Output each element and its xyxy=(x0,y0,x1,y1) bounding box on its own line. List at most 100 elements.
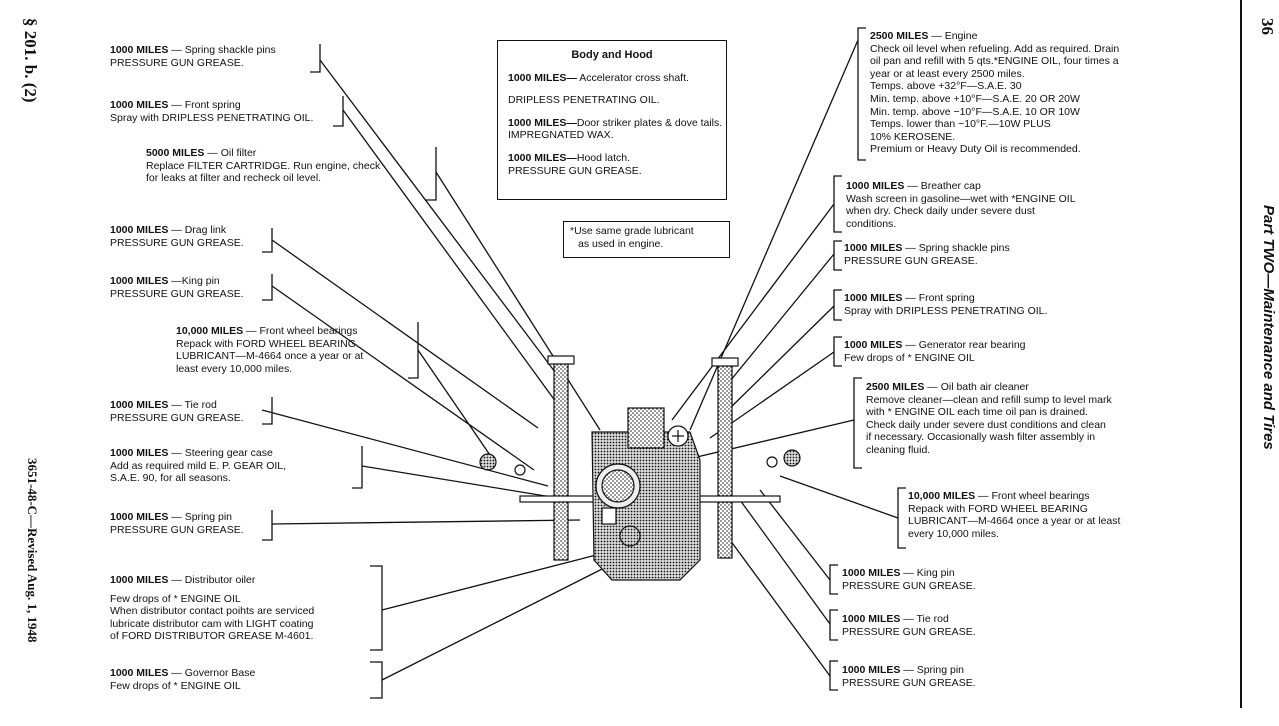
note-line: 10% KEROSENE. xyxy=(870,130,956,143)
note-interval: 10,000 MILES xyxy=(908,490,976,502)
note-line: of FORD DISTRIBUTOR GREASE M-4601. xyxy=(110,630,314,643)
note-line: when dry. Check daily under severe dust xyxy=(846,205,1035,218)
note-line: least every 10,000 miles. xyxy=(176,362,293,375)
note-interval: 1000 MILES xyxy=(842,613,901,625)
entry-interval: 1000 MILES— xyxy=(508,71,577,84)
note-line: Min. temp. above −10°F—S.A.E. 10 OR 10W xyxy=(870,105,1080,118)
bracket-l3 xyxy=(426,147,437,201)
note-line: PRESSURE GUN GREASE. xyxy=(842,676,976,689)
note-line: if necessary. Occasionally wash filter a… xyxy=(866,431,1096,444)
note-line: lubricate distributor cam with LIGHT coa… xyxy=(110,617,314,630)
note-left-drag-link: 1000 MILES — Drag link PRESSURE GUN GREA… xyxy=(110,224,244,249)
note-line: conditions. xyxy=(846,217,897,230)
note-line: Premium or Heavy Duty Oil is recommended… xyxy=(870,143,1081,156)
note-interval: 10,000 MILES xyxy=(176,325,244,337)
note-right-spring-shackle-pins: 1000 MILES — Spring shackle pins PRESSUR… xyxy=(844,242,1010,267)
note-item: — Tie rod xyxy=(168,399,217,411)
note-line: Repack with FORD WHEEL BEARING xyxy=(176,337,356,350)
note-item: — Engine xyxy=(928,30,978,42)
note-item: — Steering gear case xyxy=(168,447,273,459)
note-interval: 1000 MILES xyxy=(110,447,169,459)
note-interval: 1000 MILES xyxy=(110,574,169,586)
note-line: PRESSURE GUN GREASE. xyxy=(110,523,244,536)
note-line: Spray with DRIPLESS PENETRATING OIL. xyxy=(110,111,314,124)
note-item: —King pin xyxy=(168,275,220,287)
note-item: — Tie rod xyxy=(900,613,949,625)
note-item: — Front wheel bearings xyxy=(243,325,358,337)
note-interval: 1000 MILES xyxy=(110,275,169,287)
body-hood-title: Body and Hood xyxy=(571,49,653,61)
note-line: Spray with DRIPLESS PENETRATING OIL. xyxy=(844,304,1048,317)
note-item: — Front spring xyxy=(902,292,975,304)
note-line: PRESSURE GUN GREASE. xyxy=(110,236,244,249)
note-left-tie-rod: 1000 MILES — Tie rod PRESSURE GUN GREASE… xyxy=(110,399,244,424)
note-line: PRESSURE GUN GREASE. xyxy=(110,56,244,69)
note-left-steering-gear-case: 1000 MILES — Steering gear case Add as r… xyxy=(110,447,286,485)
note-right-oil-bath-air-cleaner: 2500 MILES — Oil bath air cleaner Remove… xyxy=(866,381,1112,457)
entry-interval: 1000 MILES— xyxy=(508,116,577,129)
body-hood-entry: 1000 MILES—Door striker plates & dove ta… xyxy=(508,117,726,142)
note-line: oil pan and refill with 5 qts.*ENGINE OI… xyxy=(870,55,1119,68)
note-interval: 1000 MILES xyxy=(842,664,901,676)
note-right-tie-rod: 1000 MILES — Tie rod PRESSURE GUN GREASE… xyxy=(842,613,976,638)
note-line: Temps. above +32°F—S.A.E. 30 xyxy=(870,80,1022,93)
note-line: PRESSURE GUN GREASE. xyxy=(110,411,244,424)
note-item: — Spring shackle pins xyxy=(902,242,1010,254)
note-line: PRESSURE GUN GREASE. xyxy=(842,579,976,592)
note-left-front-spring: 1000 MILES — Front spring Spray with DRI… xyxy=(110,99,313,124)
note-line: every 10,000 miles. xyxy=(908,527,1000,540)
note-interval: 1000 MILES xyxy=(846,180,905,192)
note-line: PRESSURE GUN GREASE. xyxy=(844,254,978,267)
note-interval: 2500 MILES xyxy=(866,381,925,393)
engine-oil-footnote: *Use same grade lubricant as used in eng… xyxy=(563,221,730,258)
note-right-engine: 2500 MILES — Engine Check oil level when… xyxy=(870,30,1119,156)
margin-rule xyxy=(1240,0,1242,708)
note-line: Repack with FORD WHEEL BEARING xyxy=(908,502,1088,515)
note-left-governor-base: 1000 MILES — Governor Base Few drops of … xyxy=(110,667,255,692)
note-item: — Drag link xyxy=(168,224,227,236)
note-line: Few drops of * ENGINE OIL xyxy=(110,679,241,692)
note-line: Check oil level when refueling. Add as r… xyxy=(870,42,1120,55)
note-item: — Breather cap xyxy=(904,180,981,192)
note-interval: 1000 MILES xyxy=(110,667,169,679)
note-interval: 1000 MILES xyxy=(110,399,169,411)
note-line: for leaks at filter and recheck oil leve… xyxy=(146,172,322,185)
note-item: — Spring shackle pins xyxy=(168,44,276,56)
note-interval: 1000 MILES xyxy=(844,339,903,351)
bracket-l1 xyxy=(310,44,321,73)
entry-lubricant: IMPREGNATED WAX. xyxy=(508,129,614,142)
note-line: Remove cleaner—clean and refill sump to … xyxy=(866,393,1112,406)
footnote-line: as used in engine. xyxy=(578,238,664,250)
note-item: — Oil filter xyxy=(204,147,257,159)
note-item: — Spring pin xyxy=(168,511,232,523)
note-line: S.A.E. 90, for all seasons. xyxy=(110,472,231,485)
note-interval: 1000 MILES xyxy=(110,511,169,523)
entry-lubricant: PRESSURE GUN GREASE. xyxy=(508,164,642,177)
note-interval: 5000 MILES xyxy=(146,147,205,159)
note-left-king-pin: 1000 MILES —King pin PRESSURE GUN GREASE… xyxy=(110,275,244,300)
note-left-spring-pin: 1000 MILES — Spring pin PRESSURE GUN GRE… xyxy=(110,511,244,536)
note-interval: 1000 MILES xyxy=(844,292,903,304)
note-right-spring-pin: 1000 MILES — Spring pin PRESSURE GUN GRE… xyxy=(842,664,976,689)
note-right-front-spring: 1000 MILES — Front spring Spray with DRI… xyxy=(844,292,1047,317)
note-left-front-wheel-bearings: 10,000 MILES — Front wheel bearings Repa… xyxy=(176,325,363,375)
entry-lubricant: DRIPLESS PENETRATING OIL. xyxy=(508,94,660,107)
note-line: LUBRICANT—M-4664 once a year or at xyxy=(176,350,364,363)
body-hood-entry: 1000 MILES— Accelerator cross shaft. xyxy=(508,72,726,85)
note-interval: 1000 MILES xyxy=(842,567,901,579)
note-line: with * ENGINE OIL each time oil pan is d… xyxy=(866,406,1088,419)
note-item: — Spring pin xyxy=(900,664,964,676)
note-line: Few drops of * ENGINE OIL xyxy=(110,592,241,605)
note-item: — Distributor oiler xyxy=(168,574,256,586)
note-item: — Generator rear bearing xyxy=(902,339,1026,351)
note-item: — Oil bath air cleaner xyxy=(924,381,1029,393)
note-interval: 1000 MILES xyxy=(110,99,169,111)
note-right-front-wheel-bearings: 10,000 MILES — Front wheel bearings Repa… xyxy=(908,490,1120,540)
note-item: — King pin xyxy=(900,567,955,579)
note-right-king-pin: 1000 MILES — King pin PRESSURE GUN GREAS… xyxy=(842,567,976,592)
bracket-l2 xyxy=(333,96,344,127)
note-interval: 1000 MILES xyxy=(110,44,169,56)
entry-item: Accelerator cross shaft. xyxy=(576,71,689,84)
note-item: — Front spring xyxy=(168,99,241,111)
